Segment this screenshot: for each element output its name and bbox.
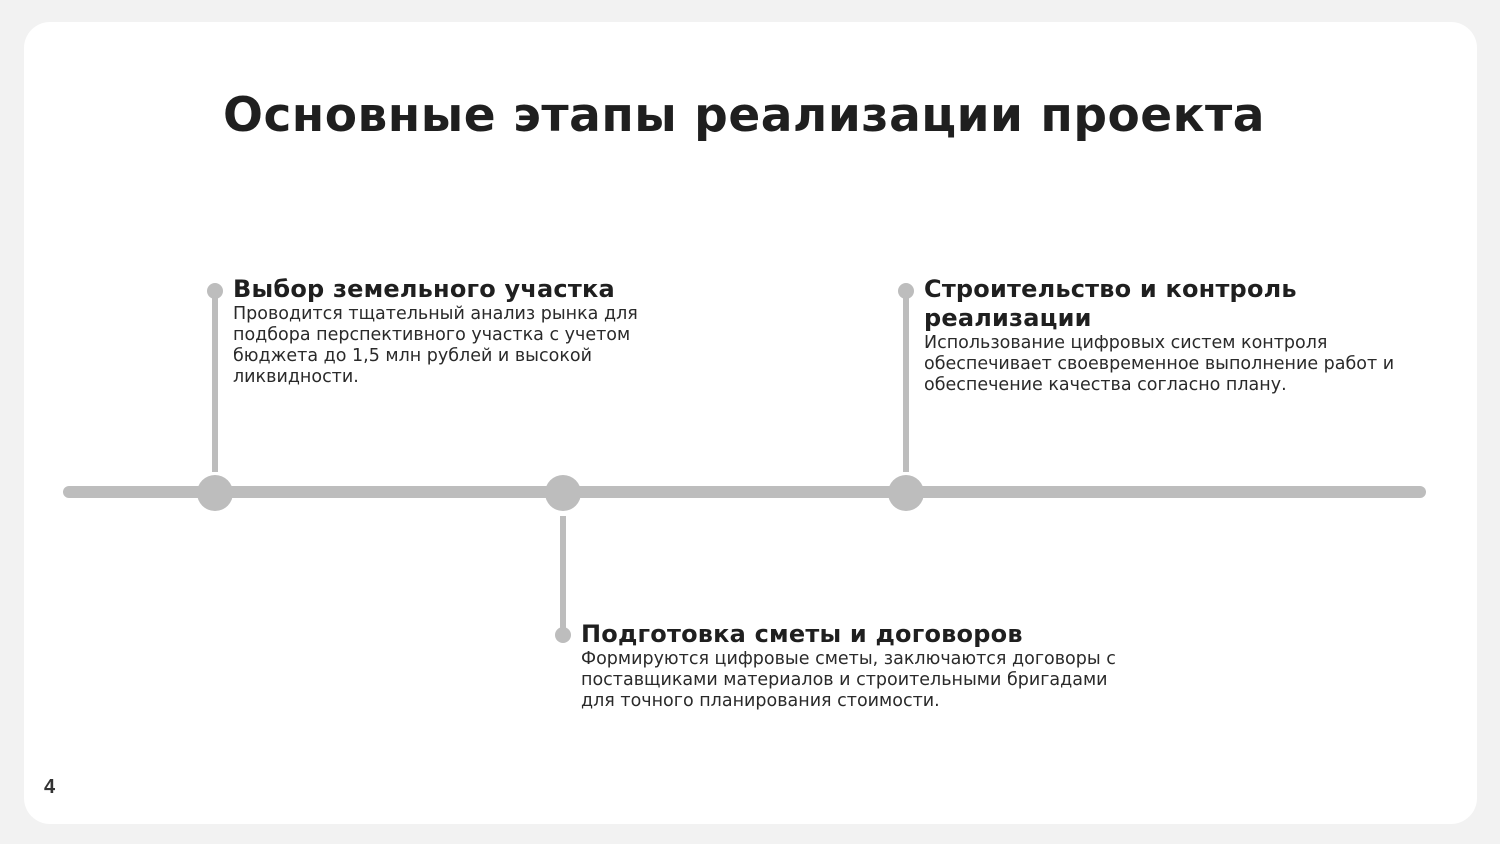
timeline-node-3 [888,475,924,511]
timeline-stem-1 [212,292,218,472]
stage-3: Строительство и контроль реализации Испо… [924,275,1434,396]
stage-1-title: Выбор земельного участка [233,275,615,303]
timeline-dot-1 [207,283,223,299]
stage-1-description: Проводится тщательный анализ рынка для п… [233,304,638,387]
stage-2-title: Подготовка сметы и договоров [581,620,1023,648]
stage-1: Выбор земельного участка Проводится тщат… [233,275,673,388]
slide-card [24,22,1477,824]
timeline-stem-3 [903,292,909,472]
timeline-dot-2 [555,627,571,643]
stage-2: Подготовка сметы и договоров Формируются… [581,620,1141,712]
page-number: 4 [44,776,56,798]
stage-3-title: Строительство и контроль реализации [924,275,1297,332]
stage-2-description: Формируются цифровые сметы, заключаются … [581,649,1116,711]
timeline-stem-2 [560,516,566,630]
timeline-dot-3 [898,283,914,299]
timeline-line [63,486,1426,498]
stage-3-description: Использование цифровых систем контроля о… [924,333,1395,395]
timeline-node-2 [545,475,581,511]
timeline-node-1 [197,475,233,511]
slide-title: Основные этапы реализации проекта [222,88,1265,143]
